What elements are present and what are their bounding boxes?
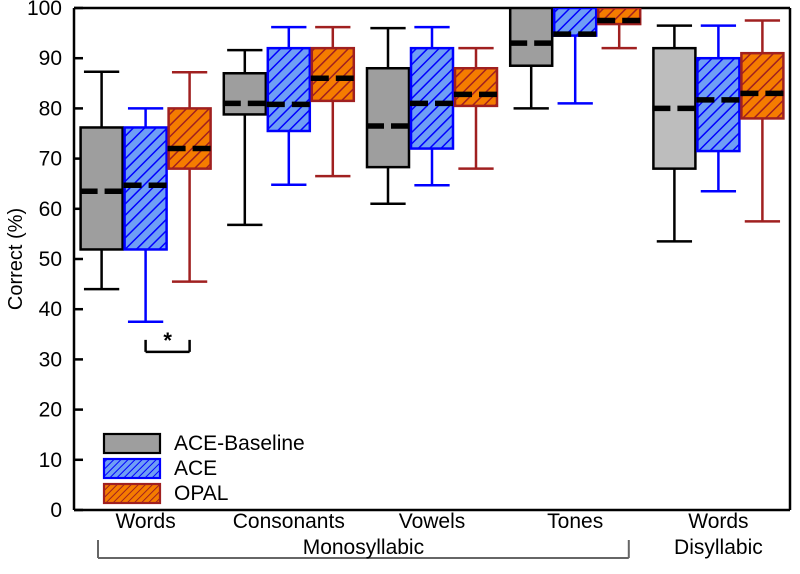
plot-axes: 0 10 20 30 40 50 60 70 80 90 100 — [27, 0, 792, 522]
y-tick-label: 20 — [39, 399, 62, 422]
box-iqr — [167, 107, 212, 170]
significance-star: * — [163, 328, 172, 353]
x-tick-label: Vowels — [399, 510, 466, 533]
boxplot-ace-words — [123, 107, 168, 323]
boxplot-opal-words-disyllabic — [740, 19, 785, 223]
box-series-layer — [79, 8, 785, 323]
y-tick-label: 100 — [27, 0, 62, 20]
box-iqr — [740, 51, 785, 120]
box-iqr — [365, 66, 411, 169]
y-tick-label: 50 — [39, 248, 62, 271]
box-iqr — [508, 8, 554, 67]
box-iqr — [453, 66, 499, 108]
boxplot-opal-tones — [596, 8, 642, 50]
boxplot-ace-words-disyllabic — [696, 24, 741, 193]
box-iqr — [696, 56, 741, 153]
y-tick-label: 60 — [39, 198, 62, 221]
y-tick-label: 30 — [39, 348, 62, 371]
y-tick-label: 90 — [39, 47, 62, 70]
y-tick-label: 40 — [39, 298, 62, 321]
box-iqr — [79, 126, 124, 251]
box-iqr — [310, 46, 356, 103]
boxplot-ace-baseline-words-disyllabic — [652, 24, 697, 243]
y-tick-label: 10 — [39, 449, 62, 472]
boxplot-opal-words — [167, 71, 212, 283]
legend-swatch-ace — [102, 457, 162, 480]
legend-label-ace-baseline: ACE-Baseline — [174, 432, 305, 455]
x-tick-label: Words — [688, 510, 748, 533]
box-iqr — [552, 8, 598, 37]
y-axis-title-text: Correct (%) — [5, 208, 27, 310]
box-iqr — [409, 46, 455, 150]
legend-label-opal: OPAL — [174, 482, 228, 505]
legend-swatch-opal — [102, 482, 162, 505]
x-tick-label: Tones — [547, 510, 603, 533]
boxplot-opal-vowels — [453, 46, 499, 170]
legend-swatch-ace-baseline — [102, 432, 162, 455]
legend-label-ace: ACE — [174, 457, 217, 480]
boxplot-ace-tones — [552, 8, 598, 105]
boxplot-ace-consonants — [266, 25, 312, 186]
box-iqr — [222, 72, 268, 116]
x-tick-label-line2: Disyllabic — [674, 536, 763, 559]
y-tick-label: 70 — [39, 148, 62, 171]
y-tick-label: 0 — [50, 499, 62, 522]
boxplot-opal-consonants — [310, 25, 356, 178]
annotation-layer: * — [144, 328, 191, 354]
monosyllabic-bracket-label: Monosyllabic — [303, 536, 424, 559]
x-axis-labels: Words Consonants Vowels Tones WordsDisyllabi… — [97, 510, 763, 559]
x-tick-label: Words — [115, 510, 175, 533]
y-axis-title: Correct (%) — [5, 208, 27, 310]
boxplot-ace-baseline-words — [79, 70, 124, 291]
y-tick-label: 80 — [39, 97, 62, 120]
x-tick-label: Consonants — [233, 510, 345, 533]
boxplot-ace-baseline-tones — [508, 8, 554, 110]
box-iqr — [123, 126, 168, 251]
boxplot-ace-baseline-consonants — [222, 48, 268, 227]
box-iqr — [266, 46, 312, 133]
boxplot-ace-baseline-vowels — [365, 26, 411, 206]
boxplot-ace-vowels — [409, 25, 455, 187]
